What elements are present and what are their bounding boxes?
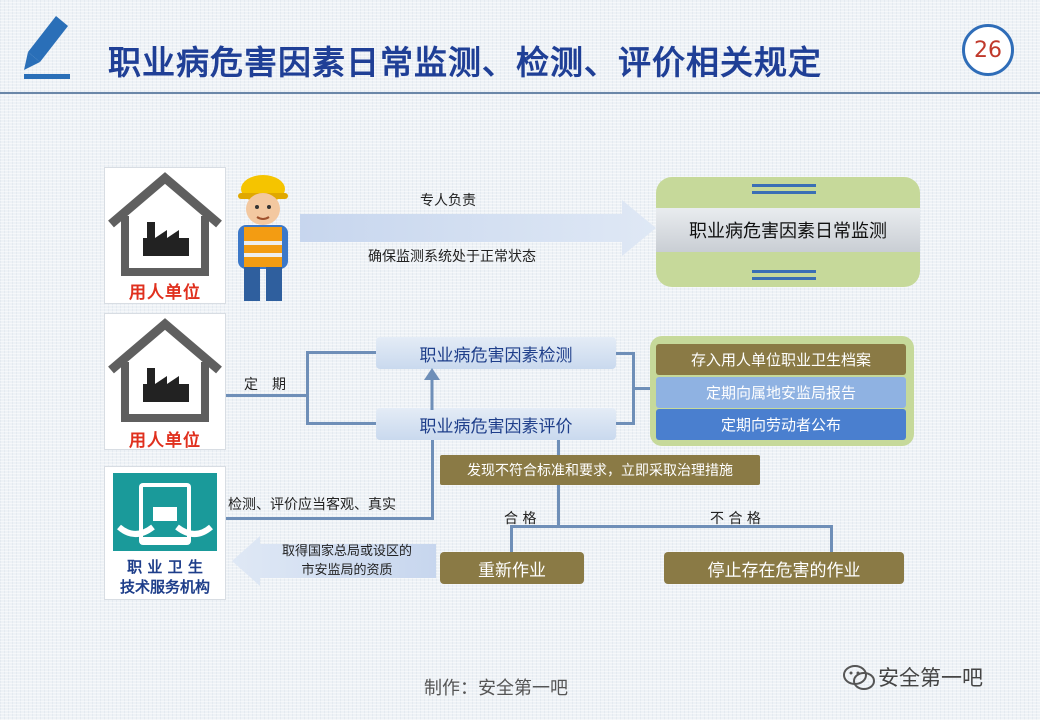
factory-house-icon xyxy=(108,318,222,422)
footer-watermark: 安全第一吧 xyxy=(878,666,983,690)
employer-label: 用人单位 xyxy=(129,283,201,303)
action-publish: 定期向劳动者公布 xyxy=(656,409,906,440)
arrow-up-icon xyxy=(422,366,442,414)
employer-card-2: 用人单位 xyxy=(104,313,226,451)
action-report: 定期向属地安监局报告 xyxy=(656,377,906,408)
panel-deco-line xyxy=(752,184,816,187)
page-title: 职业病危害因素日常监测、检测、评价相关规定 xyxy=(108,43,822,82)
employer-card-1: 用人单位 xyxy=(104,167,226,304)
service-org-card: 职 业 卫 生 技术服务机构 xyxy=(104,466,226,600)
service-label-line1: 职 业 卫 生 xyxy=(127,558,203,576)
tablet-handshake-icon xyxy=(113,473,217,551)
flow-arrow-qualification xyxy=(232,536,436,590)
connector-line xyxy=(616,352,634,355)
connector-line xyxy=(616,422,634,425)
panel-deco-line xyxy=(752,270,816,273)
connector-line xyxy=(830,525,833,553)
connector-line xyxy=(306,351,309,425)
daily-monitoring-box: 职业病危害因素日常监测 xyxy=(656,208,920,252)
connector-line xyxy=(431,440,434,520)
worker-icon xyxy=(228,167,298,309)
evaluation-box: 职业病危害因素评价 xyxy=(376,408,616,440)
connector-line xyxy=(306,422,378,425)
factory-house-icon xyxy=(108,172,222,276)
connector-line xyxy=(226,394,308,397)
rework-box: 重新作业 xyxy=(440,552,584,584)
connector-line xyxy=(306,351,378,354)
stop-work-box: 停止存在危害的作业 xyxy=(664,552,904,584)
page-number-badge: 26 xyxy=(962,24,1014,76)
connector-line xyxy=(510,525,513,553)
panel-deco-line xyxy=(752,191,816,194)
fail-label: 不 合 格 xyxy=(710,511,761,527)
noncompliance-box: 发现不符合标准和要求，立即采取治理措施 xyxy=(440,455,760,485)
footer-credit: 制作：安全第一吧 xyxy=(424,678,568,699)
page-number: 26 xyxy=(974,37,1002,63)
qualification-line1: 取得国家总局或设区的 xyxy=(281,544,412,559)
connector-line xyxy=(557,485,560,527)
connector-line xyxy=(632,387,652,390)
period-label: 定 期 xyxy=(244,377,286,393)
service-label-line2: 技术服务机构 xyxy=(119,578,210,596)
employer-label: 用人单位 xyxy=(129,431,201,451)
top-flow-label-top: 专人负责 xyxy=(420,193,476,209)
detection-box: 职业病危害因素检测 xyxy=(376,337,616,369)
connector-line xyxy=(557,440,560,456)
connector-line xyxy=(510,525,833,528)
header-divider xyxy=(0,92,1040,94)
flow-arrow-top xyxy=(300,200,656,264)
panel-deco-line xyxy=(752,277,816,280)
pencil-icon xyxy=(20,12,76,88)
action-archive: 存入用人单位职业卫生档案 xyxy=(656,344,906,375)
pass-label: 合 格 xyxy=(504,511,537,527)
connector-line xyxy=(226,517,434,520)
objective-label: 检测、评价应当客观、真实 xyxy=(228,497,396,513)
qualification-line2: 市安监局的资质 xyxy=(301,563,393,578)
wechat-icon xyxy=(842,664,876,696)
top-flow-label-bottom: 确保监测系统处于正常状态 xyxy=(368,249,536,265)
